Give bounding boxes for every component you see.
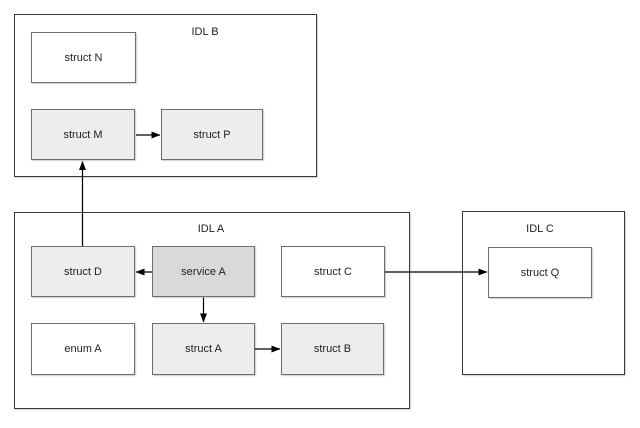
node-struct-m-label: struct M bbox=[63, 128, 103, 141]
container-idl-c-label: IDL C bbox=[526, 223, 554, 235]
container-idl-c: IDL C bbox=[462, 211, 625, 375]
node-struct-d-label: struct D bbox=[64, 265, 102, 278]
node-struct-m: struct M bbox=[31, 109, 135, 160]
node-struct-b-label: struct B bbox=[313, 343, 352, 355]
node-struct-n-label: struct N bbox=[64, 51, 103, 64]
container-idl-a-label: IDL A bbox=[197, 223, 225, 235]
node-struct-n: struct N bbox=[31, 32, 136, 83]
node-service-a-label: service A bbox=[181, 265, 226, 278]
node-enum-a-label: enum A bbox=[64, 343, 102, 355]
container-idl-a: IDL A bbox=[14, 212, 410, 409]
container-idl-b: IDL B bbox=[14, 14, 317, 177]
node-struct-p: struct P bbox=[161, 109, 263, 160]
node-struct-a-label: struct A bbox=[185, 343, 222, 355]
node-struct-q: struct Q bbox=[488, 247, 592, 298]
node-struct-q-label: struct Q bbox=[520, 266, 560, 279]
node-struct-b: struct B bbox=[281, 323, 384, 375]
node-struct-d: struct D bbox=[31, 246, 135, 297]
node-struct-c-label: struct C bbox=[314, 265, 352, 278]
node-struct-c: struct C bbox=[281, 246, 385, 297]
node-service-a: service A bbox=[152, 246, 255, 297]
node-enum-a: enum A bbox=[31, 323, 135, 375]
node-struct-a: struct A bbox=[152, 323, 255, 375]
container-idl-b-label: IDL B bbox=[191, 26, 219, 38]
node-struct-p-label: struct P bbox=[193, 128, 231, 141]
